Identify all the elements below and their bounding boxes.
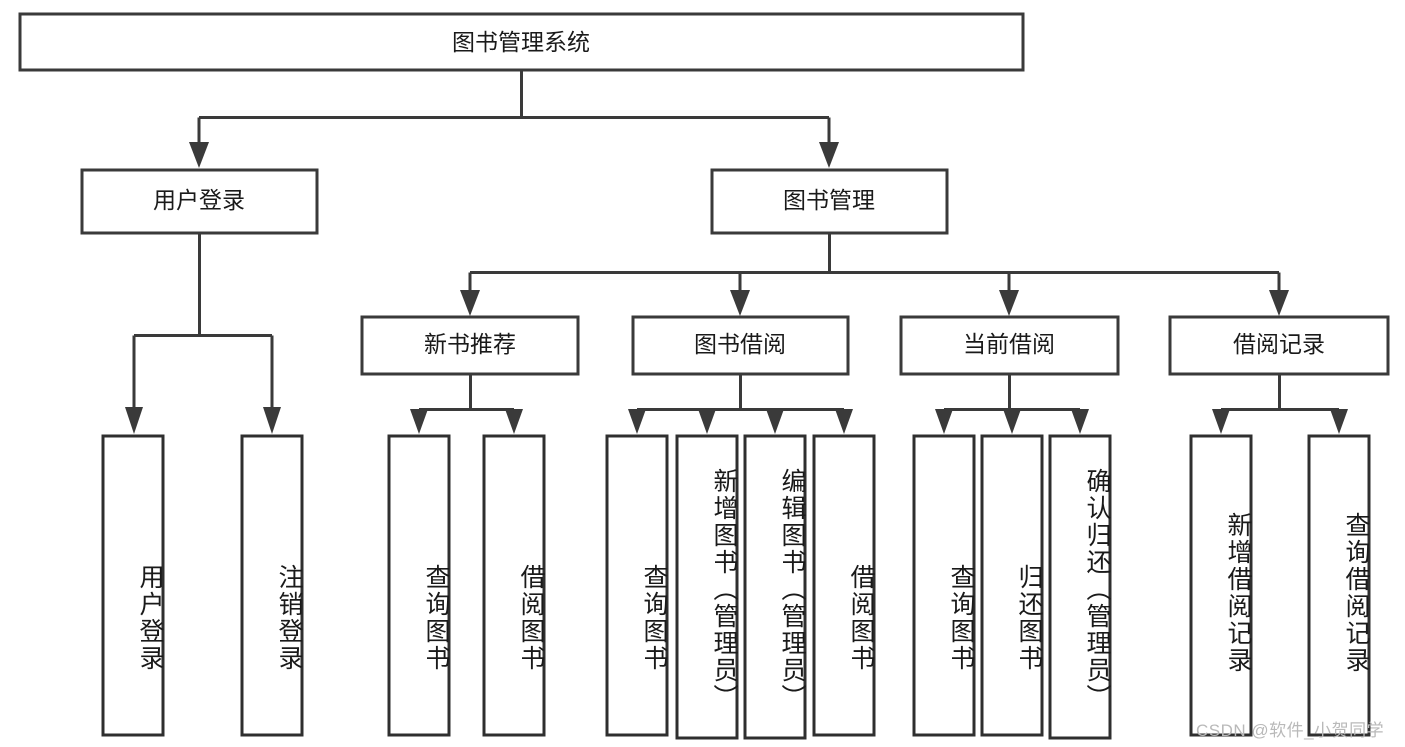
node-user-login[interactable]: 用户登录	[80, 168, 319, 235]
leaf-box-borrow-book[interactable]	[812, 434, 876, 737]
connector-group-book-management-to-level3	[460, 233, 1289, 316]
leaf-boxes-group	[101, 434, 1371, 740]
arrowhead-borrow-record	[1269, 290, 1289, 316]
node-new-book-recommend-box[interactable]	[360, 315, 580, 376]
leaf-box-add-book-admin[interactable]	[675, 434, 739, 740]
arrowhead-leaf-add-book-admin	[698, 409, 716, 434]
arrowhead-book-borrow	[730, 290, 750, 316]
csdn-watermark: CSDN @软件_小贺同学	[1196, 721, 1385, 740]
arrowhead-user-login	[189, 142, 209, 168]
node-current-borrow-box[interactable]	[899, 315, 1120, 376]
node-book-borrow-box[interactable]	[631, 315, 850, 376]
leaf-box-query-book-rec[interactable]	[387, 434, 451, 737]
arrowhead-leaf-borrow-book-rec	[505, 409, 523, 434]
arrowhead-book-management	[819, 142, 839, 168]
node-current-borrow-label: 当前借阅	[963, 331, 1055, 357]
node-borrow-record-box[interactable]	[1168, 315, 1390, 376]
leaf-box-query-book-borrow[interactable]	[605, 434, 669, 737]
arrowhead-leaf-query-book-borrow	[628, 409, 646, 434]
leaf-box-confirm-return-admin[interactable]	[1048, 434, 1112, 740]
node-new-book-recommend-label: 新书推荐	[424, 331, 516, 357]
arrowhead-leaf-user-login	[125, 407, 143, 434]
connector-group-book-borrow-to-leaves	[628, 374, 853, 434]
arrowhead-leaf-confirm-return-admin	[1071, 409, 1089, 434]
node-root-label: 图书管理系统	[452, 29, 590, 55]
node-book-management-box[interactable]	[710, 168, 949, 235]
node-new-book-recommend[interactable]: 新书推荐	[360, 315, 580, 376]
arrowhead-current-borrow	[999, 290, 1019, 316]
node-root-box[interactable]	[18, 12, 1025, 72]
node-book-management[interactable]: 图书管理	[710, 168, 949, 235]
node-book-borrow[interactable]: 图书借阅	[631, 315, 850, 376]
node-user-login-box[interactable]	[80, 168, 319, 235]
node-book-management-label: 图书管理	[783, 187, 875, 213]
node-root[interactable]: 图书管理系统	[18, 12, 1025, 72]
leaf-box-add-borrow-record[interactable]	[1189, 434, 1253, 737]
node-book-borrow-label: 图书借阅	[694, 331, 786, 357]
leaf-box-return-book[interactable]	[980, 434, 1044, 737]
connector-group-root-to-level2	[189, 70, 839, 168]
connector-group-borrow-record-to-leaves	[1212, 374, 1348, 434]
node-borrow-record-label: 借阅记录	[1233, 331, 1325, 357]
leaf-box-edit-book-admin[interactable]	[743, 434, 807, 740]
node-user-login-label: 用户登录	[153, 187, 245, 213]
arrowhead-leaf-query-book-rec	[410, 409, 428, 434]
arrowhead-leaf-borrow-book	[835, 409, 853, 434]
node-current-borrow[interactable]: 当前借阅	[899, 315, 1120, 376]
arrowhead-leaf-return-book	[1003, 409, 1021, 434]
arrowhead-leaf-query-book-current	[935, 409, 953, 434]
node-borrow-record[interactable]: 借阅记录	[1168, 315, 1390, 376]
leaf-box-borrow-book-rec[interactable]	[482, 434, 546, 737]
arrowhead-new-book-recommend	[460, 290, 480, 316]
leaf-box-query-book-current[interactable]	[912, 434, 976, 737]
connector-group-new-book-recommend-to-leaves	[410, 374, 523, 434]
arrowhead-leaf-edit-book-admin	[766, 409, 784, 434]
leaf-box-query-borrow-record[interactable]	[1307, 434, 1371, 737]
connector-group-user-login-to-leaves	[125, 233, 281, 434]
leaf-box-logout[interactable]	[240, 434, 304, 737]
leaf-box-user-login[interactable]	[101, 434, 165, 737]
arrowhead-leaf-logout	[263, 407, 281, 434]
arrowhead-leaf-query-borrow-record	[1330, 409, 1348, 434]
arrowhead-leaf-add-borrow-record	[1212, 409, 1230, 434]
connector-group-current-borrow-to-leaves	[935, 374, 1089, 434]
